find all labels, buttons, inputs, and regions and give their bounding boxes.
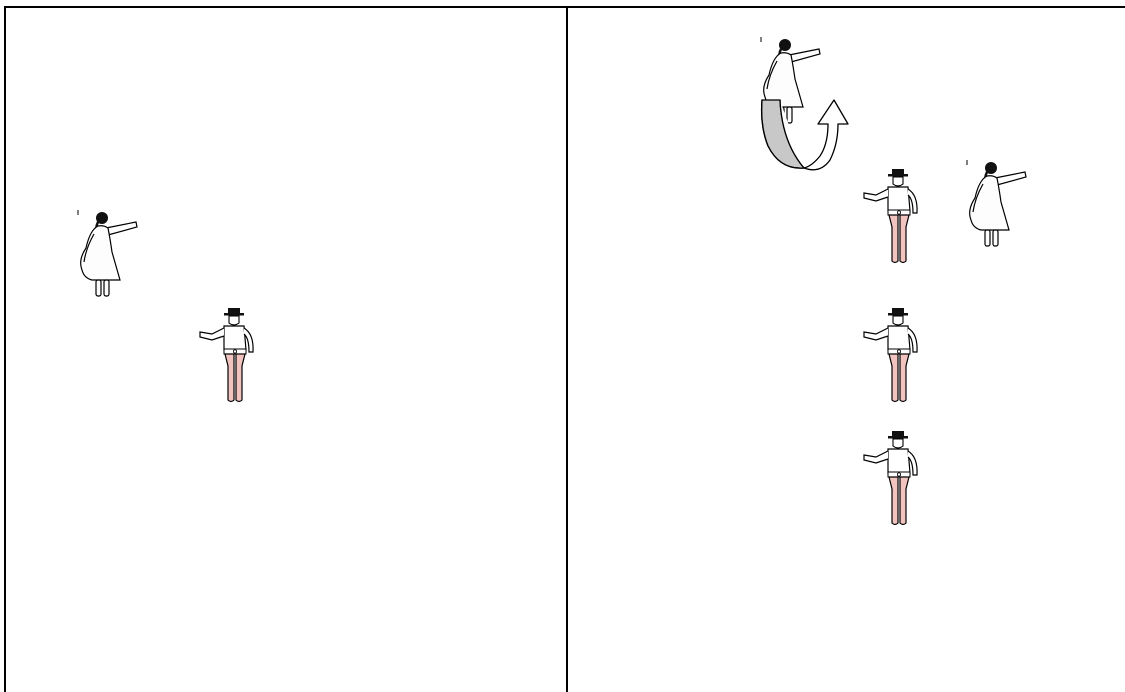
woman-dancer-icon: [76, 208, 140, 302]
left-panel: [4, 6, 568, 692]
man-dancer-icon: [862, 169, 928, 265]
woman-dancer-icon: [965, 158, 1029, 252]
man-dancer-icon: [198, 308, 264, 404]
man-dancer-icon: [862, 431, 928, 527]
turn-arrow-icon: [758, 96, 868, 186]
man-dancer-icon: [862, 308, 928, 404]
right-panel: [566, 6, 1125, 692]
